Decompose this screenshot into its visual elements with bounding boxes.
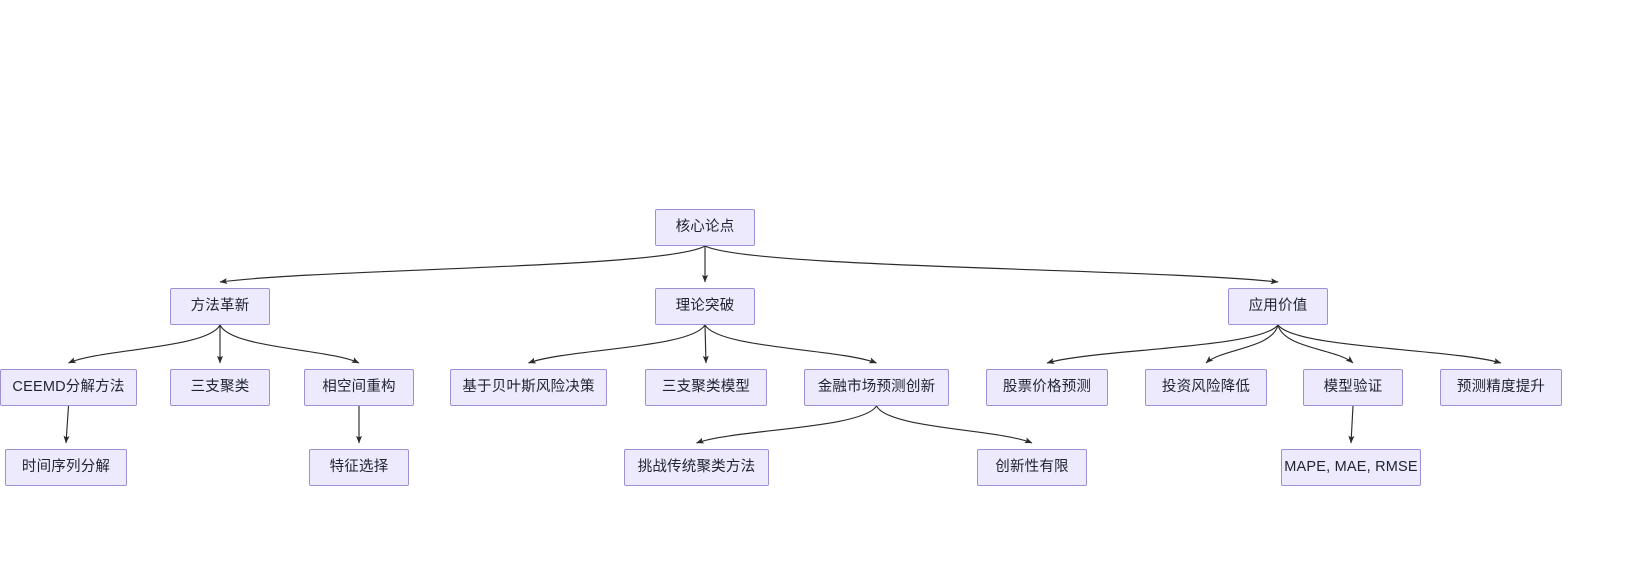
edge-l1c-to-l2i (1277, 324, 1354, 364)
node-label: 金融市场预测创新 (817, 379, 936, 396)
node-root[interactable]: 核心论点 (655, 209, 755, 246)
node-l3a[interactable]: 时间序列分解 (5, 449, 127, 486)
node-l2d[interactable]: 基于贝叶斯风险决策 (450, 369, 607, 406)
edge-l2f-to-l3c (696, 405, 877, 444)
node-label: 模型验证 (1323, 379, 1383, 396)
edge-l1c-to-l2h (1205, 324, 1279, 364)
edge-l1b-to-l2f (704, 324, 877, 364)
node-label: 特征选择 (329, 459, 389, 476)
node-l3d[interactable]: 创新性有限 (977, 449, 1087, 486)
node-label: MAPE, MAE, RMSE (1284, 459, 1418, 476)
node-l1a[interactable]: 方法革新 (170, 288, 270, 325)
node-l2j[interactable]: 预测精度提升 (1440, 369, 1562, 406)
node-label: 应用价值 (1248, 298, 1308, 315)
node-label: 挑战传统聚类方法 (637, 459, 756, 476)
edge-l1c-to-l2g (1046, 324, 1279, 364)
node-l1c[interactable]: 应用价值 (1228, 288, 1328, 325)
edge-l2f-to-l3d (875, 405, 1033, 444)
node-l2e[interactable]: 三支聚类模型 (645, 369, 767, 406)
node-l2g[interactable]: 股票价格预测 (986, 369, 1108, 406)
node-l2b[interactable]: 三支聚类 (170, 369, 270, 406)
edge-root-to-l1c (704, 245, 1279, 285)
node-label: 三支聚类 (190, 379, 250, 396)
node-l2h[interactable]: 投资风险降低 (1145, 369, 1267, 406)
node-label: CEEMD分解方法 (12, 379, 125, 396)
edge-l1b-to-l2d (528, 324, 706, 364)
node-l2i[interactable]: 模型验证 (1303, 369, 1403, 406)
node-label: 预测精度提升 (1456, 379, 1546, 396)
node-l3e[interactable]: MAPE, MAE, RMSE (1281, 449, 1421, 486)
edge-root-to-l1a (219, 245, 706, 285)
node-label: 三支聚类模型 (661, 379, 751, 396)
node-label: 理论突破 (675, 298, 735, 315)
node-l3c[interactable]: 挑战传统聚类方法 (624, 449, 769, 486)
node-l3b[interactable]: 特征选择 (309, 449, 409, 486)
edge-l1c-to-l2j (1277, 324, 1502, 364)
edge-l1b-to-l2e (702, 324, 709, 364)
node-label: 核心论点 (675, 219, 735, 236)
node-label: 创新性有限 (995, 459, 1069, 476)
edge-l2a-to-l3a (63, 405, 70, 444)
node-label: 基于贝叶斯风险决策 (462, 379, 595, 396)
edge-l1a-to-l2c (219, 324, 360, 364)
edge-l1a-to-l2a (68, 324, 221, 364)
node-l2c[interactable]: 相空间重构 (304, 369, 414, 406)
node-label: 方法革新 (190, 298, 250, 315)
node-label: 相空间重构 (322, 379, 396, 396)
edge-l2i-to-l3e (1348, 405, 1355, 444)
node-label: 时间序列分解 (21, 459, 111, 476)
node-label: 投资风险降低 (1161, 379, 1251, 396)
node-l2f[interactable]: 金融市场预测创新 (804, 369, 949, 406)
node-label: 股票价格预测 (1002, 379, 1092, 396)
node-l1b[interactable]: 理论突破 (655, 288, 755, 325)
node-l2a[interactable]: CEEMD分解方法 (0, 369, 137, 406)
